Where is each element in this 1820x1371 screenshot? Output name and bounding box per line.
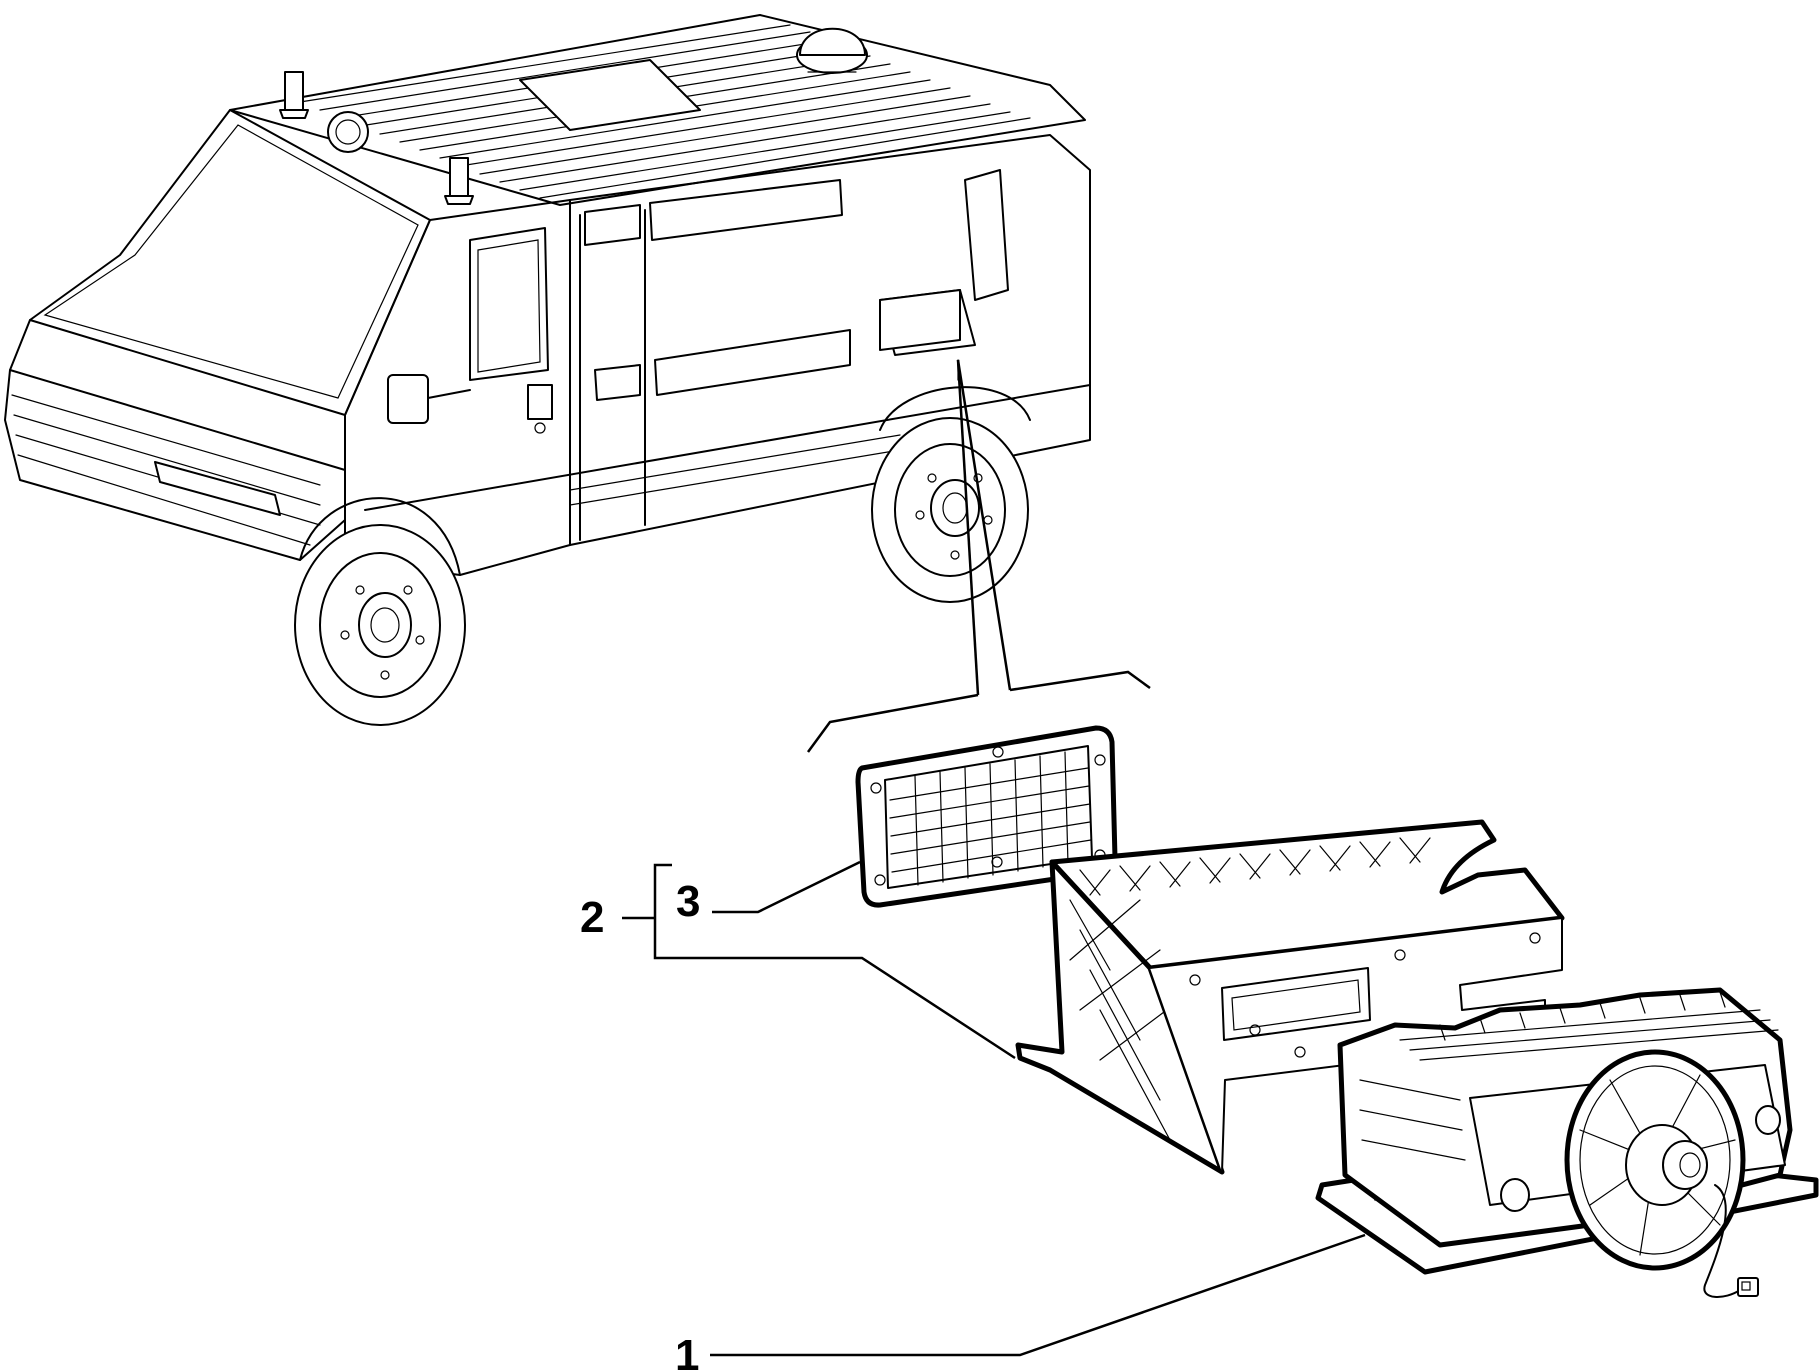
detail-leader: [806, 359, 1151, 753]
callout-1: 1: [675, 1331, 699, 1371]
van-illustration: [4, 14, 1091, 726]
callout-3: 3: [676, 877, 700, 926]
fan-icon: [1564, 1049, 1746, 1271]
heater-unit: [1315, 987, 1819, 1298]
callout-2: 2: [580, 893, 604, 942]
rear-wheel: [871, 417, 1029, 603]
callout-leaders: [622, 860, 1366, 1357]
front-wheel: [294, 524, 466, 726]
